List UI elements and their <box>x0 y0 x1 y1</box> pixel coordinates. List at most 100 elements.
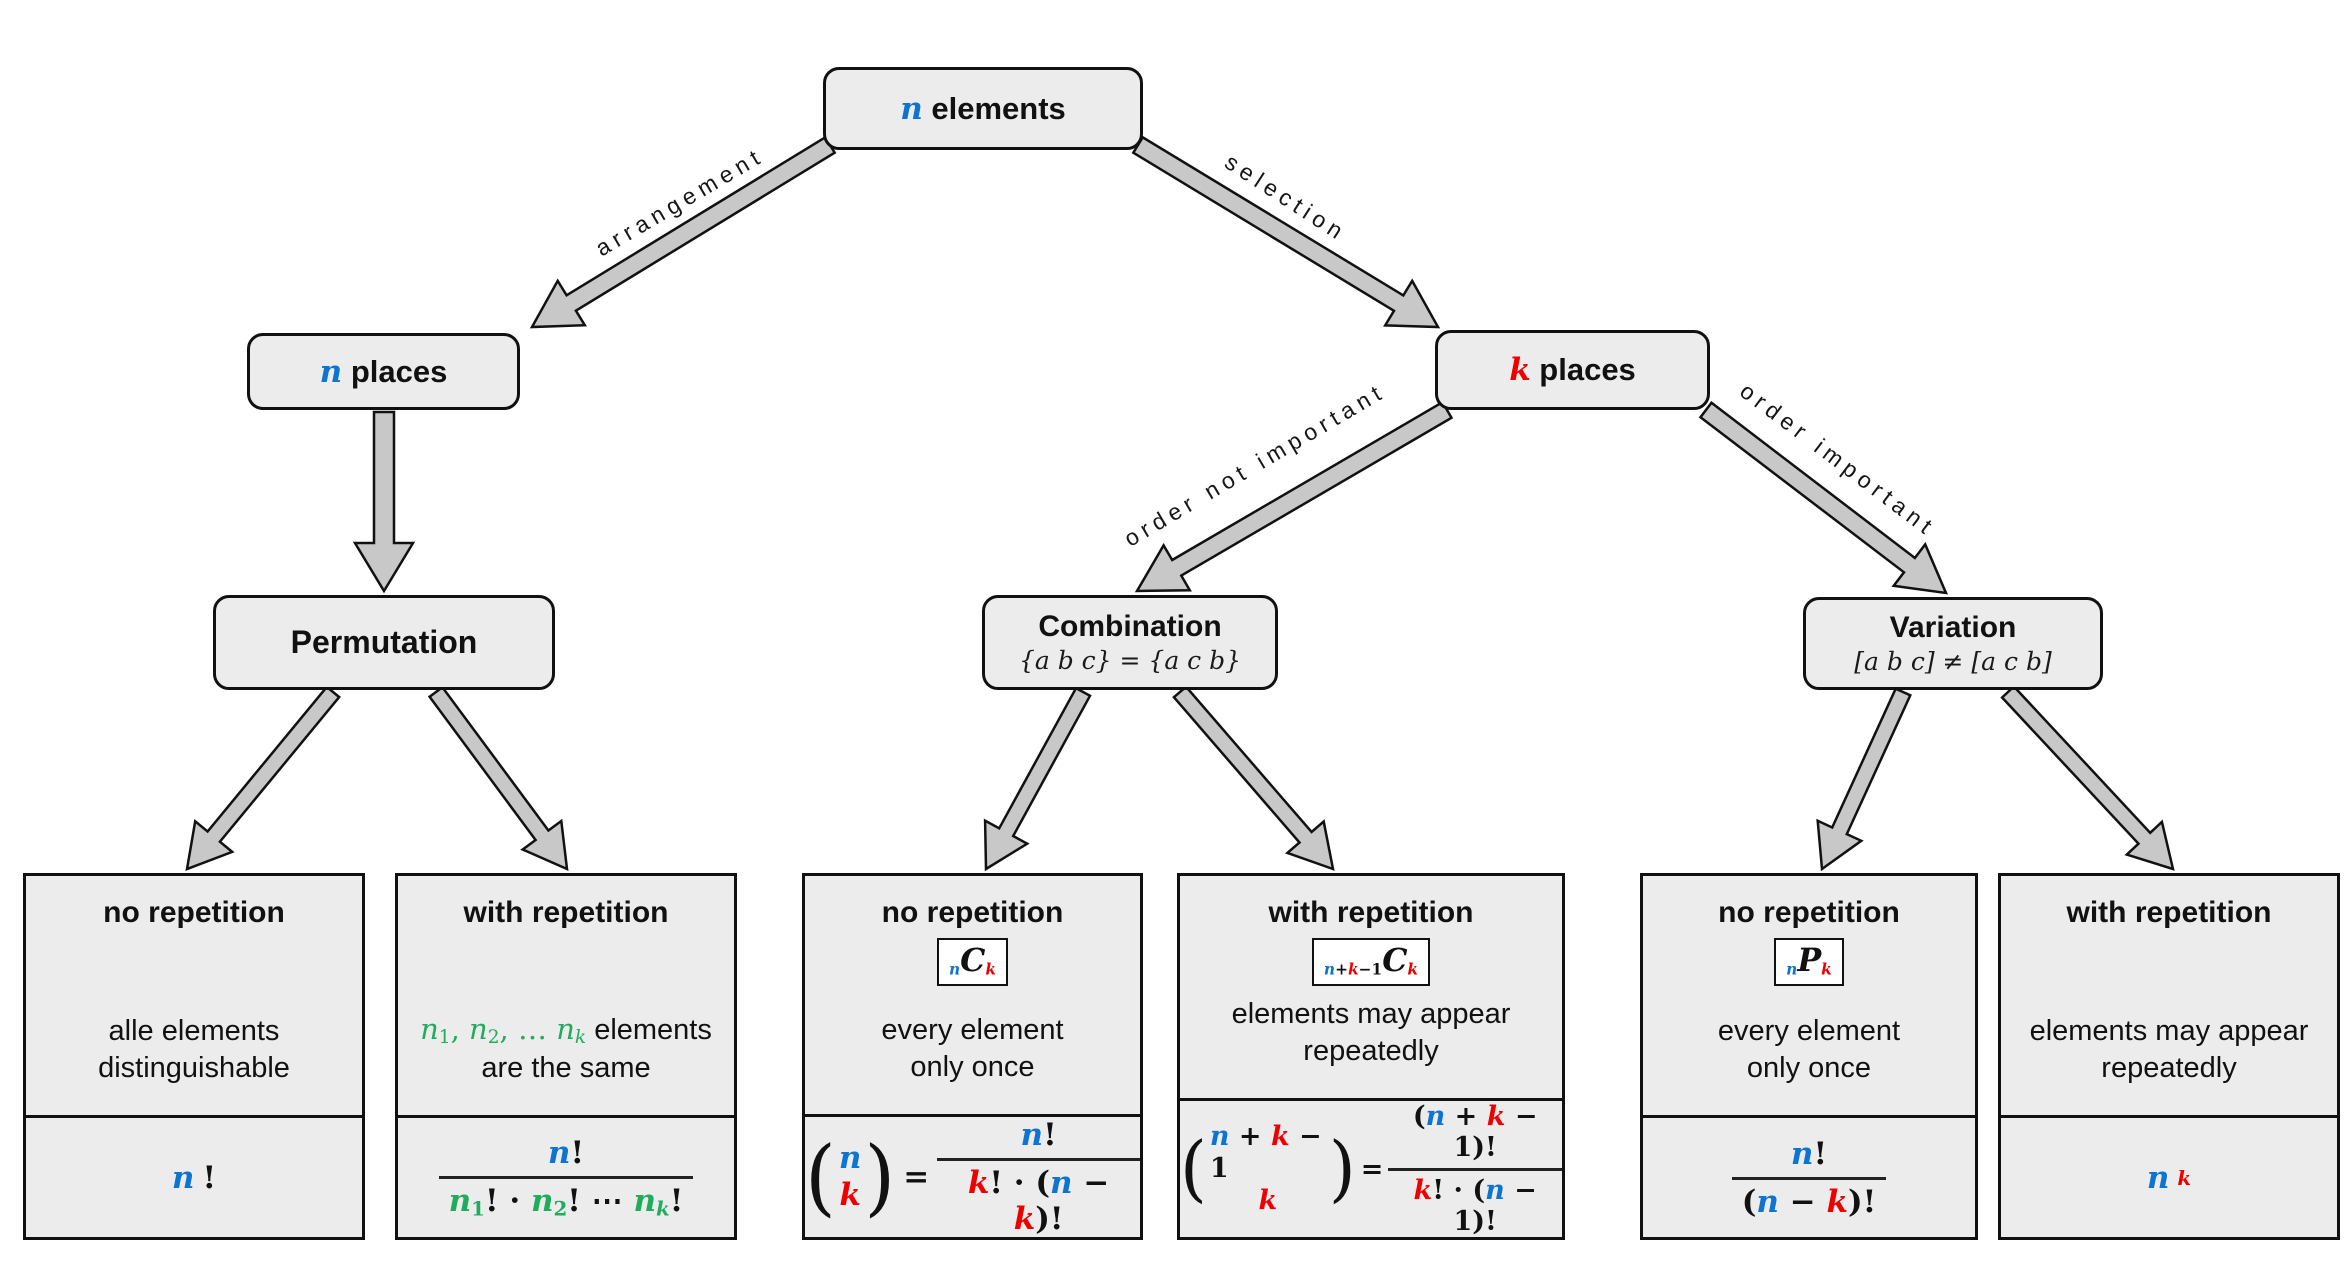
leaf-description: elements may appear repeatedly <box>2030 1013 2309 1087</box>
leaf-variation-with-repetition: with repetition elements may appear repe… <box>1998 873 2340 1240</box>
leaf-top-section: no repetition nPk every element only onc… <box>1643 876 1975 1118</box>
paren-open: ( <box>805 1128 836 1225</box>
arrow-permutation-to-with-repetition <box>427 685 569 872</box>
leaf-heading: with repetition <box>463 896 669 929</box>
arrow-combination-to-with-repetition <box>1172 685 1335 871</box>
arrow-order-important <box>1698 401 1949 595</box>
fraction-numerator: n! <box>1020 1117 1057 1153</box>
arrow-variation-to-with-repetition <box>2000 684 2175 871</box>
node-n-places-label: n places <box>319 353 448 390</box>
formula-multiset-permutation: n! n1! · n2! ⋯ nk! <box>438 1134 694 1220</box>
fraction: n! k! · (n − k)! <box>937 1117 1140 1237</box>
leaf-description-line2: only once <box>910 1050 1035 1083</box>
fraction-numerator: n! <box>547 1134 585 1171</box>
fraction-denominator: (n − k)! <box>1731 1176 1887 1220</box>
leaf-heading: with repetition <box>1268 896 1474 929</box>
formula-binomial-coefficient: ( n k ) = n! k! · (n − k)! <box>805 1117 1140 1237</box>
fraction-numerator: (n + k − 1)! <box>1412 1101 1538 1163</box>
leaf-permutation-with-repetition: with repetition n1, n2, … nk elements ar… <box>395 873 737 1240</box>
node-combination-title: Combination <box>1038 609 1222 643</box>
leaf-description-line1: every element <box>881 1013 1064 1046</box>
arrow-variation-to-no-repetition <box>1816 687 1912 872</box>
leaf-formula-section: ( n k ) = n! k! · (n − k)! <box>805 1117 1140 1237</box>
leaf-description: elements may appear repeatedly <box>1232 996 1511 1070</box>
binomial-stack: n + k − 1 k <box>1207 1121 1329 1217</box>
leaf-description-line2: repeatedly <box>1303 1034 1439 1067</box>
leaf-description: every element only once <box>881 1012 1063 1086</box>
leaf-top-section: no repetition alle elements distinguisha… <box>26 876 362 1118</box>
node-permutation-title: Permutation <box>290 624 478 661</box>
badge-n-plus-k-minus-1-Ck: n+k−1Ck <box>1311 938 1431 986</box>
leaf-description: n1, n2, … nk elements are the same <box>420 1011 712 1087</box>
node-k-places: k places <box>1435 330 1710 410</box>
fraction-numerator: n! <box>1790 1135 1828 1172</box>
node-variation-subtitle: [a b c] ≠ [a c b] <box>1854 647 2052 677</box>
leaf-description-line1: n1, n2, … nk elements <box>420 1012 712 1049</box>
binomial-stack: n k <box>836 1140 865 1213</box>
arrow-permutation-to-no-repetition <box>185 685 341 871</box>
node-permutation: Permutation <box>213 595 555 690</box>
binomial: ( n + k − 1 k ) <box>1180 1121 1356 1217</box>
node-combination-subtitle: {a b c} = {a c b} <box>1018 646 1242 676</box>
leaf-formula-section: ( n + k − 1 k ) = (n + k − 1)! k! · (n −… <box>1180 1101 1562 1237</box>
leaf-description-line2: are the same <box>481 1051 651 1084</box>
node-variation: Variation [a b c] ≠ [a c b] <box>1803 597 2103 690</box>
leaf-description-line2: only once <box>1746 1051 1872 1084</box>
leaf-description-line1: alle elements <box>108 1014 280 1047</box>
leaf-top-section: with repetition n+k−1Ck elements may app… <box>1180 876 1562 1101</box>
leaf-description: alle elements distinguishable <box>98 1013 290 1087</box>
leaf-variation-no-repetition: no repetition nPk every element only onc… <box>1640 873 1978 1240</box>
leaf-description-line2: repeatedly <box>2101 1051 2237 1084</box>
leaf-formula-section: n! n1! · n2! ⋯ nk! <box>398 1118 734 1237</box>
arrow-order-not-important <box>1134 400 1454 593</box>
binomial-bottom: k <box>839 1177 861 1213</box>
arrow-n-places-to-permutation <box>352 410 416 594</box>
leaf-formula-section: n! <box>26 1118 362 1237</box>
paren-close: ) <box>864 1128 896 1225</box>
node-n-elements-label: n elements <box>900 90 1066 127</box>
equals-sign: = <box>903 1159 930 1195</box>
leaf-description: every element only once <box>1718 1013 1900 1087</box>
badge-nCk: nCk <box>936 938 1009 986</box>
leaf-heading: no repetition <box>1718 896 1900 929</box>
leaf-top-section: no repetition nCk every element only onc… <box>805 876 1140 1117</box>
node-combination: Combination {a b c} = {a c b} <box>982 595 1278 690</box>
binomial-top: n + k − 1 <box>1209 1121 1322 1185</box>
leaf-heading: no repetition <box>103 896 285 929</box>
equals-sign: = <box>1360 1153 1384 1185</box>
leaf-description-line1: elements may appear <box>1231 997 1511 1030</box>
leaf-combination-no-repetition: no repetition nCk every element only onc… <box>802 873 1143 1240</box>
leaf-permutation-no-repetition: no repetition alle elements distinguisha… <box>23 873 365 1240</box>
node-n-places: n places <box>247 333 520 410</box>
fraction-denominator: k! · (n − k)! <box>937 1158 1140 1237</box>
leaf-description-line1: every element <box>1717 1014 1901 1047</box>
formula-multiset-coefficient: ( n + k − 1 k ) = (n + k − 1)! k! · (n −… <box>1180 1101 1562 1237</box>
formula-k-permutation: n! (n − k)! <box>1731 1135 1887 1220</box>
paren-open: ( <box>1180 1126 1207 1211</box>
fraction: (n + k − 1)! k! · (n − 1)! <box>1388 1101 1562 1237</box>
binomial-bottom: k <box>1258 1184 1278 1216</box>
formula-n-factorial: n! <box>171 1159 217 1196</box>
fraction: n! n1! · n2! ⋯ nk! <box>438 1134 694 1220</box>
leaf-heading: no repetition <box>881 896 1064 929</box>
leaf-description-line1: elements may appear <box>2029 1014 2309 1047</box>
fraction-denominator: n1! · n2! ⋯ nk! <box>438 1175 694 1220</box>
leaf-top-section: with repetition n1, n2, … nk elements ar… <box>398 876 734 1118</box>
leaf-top-section: with repetition elements may appear repe… <box>2001 876 2337 1118</box>
leaf-formula-section: n! (n − k)! <box>1643 1118 1975 1237</box>
binomial: ( n k ) <box>805 1128 896 1225</box>
leaf-combination-with-repetition: with repetition n+k−1Ck elements may app… <box>1177 873 1565 1240</box>
badge-nPk: nPk <box>1774 938 1844 986</box>
node-k-places-label: k places <box>1509 352 1636 388</box>
leaf-heading: with repetition <box>2066 896 2272 929</box>
node-n-elements: n elements <box>823 67 1143 150</box>
arrow-selection <box>1131 135 1441 329</box>
fraction-denominator: k! · (n − 1)! <box>1388 1168 1562 1237</box>
node-variation-title: Variation <box>1889 610 2017 644</box>
paren-close: ) <box>1328 1126 1356 1211</box>
arrow-arrangement <box>529 135 837 329</box>
